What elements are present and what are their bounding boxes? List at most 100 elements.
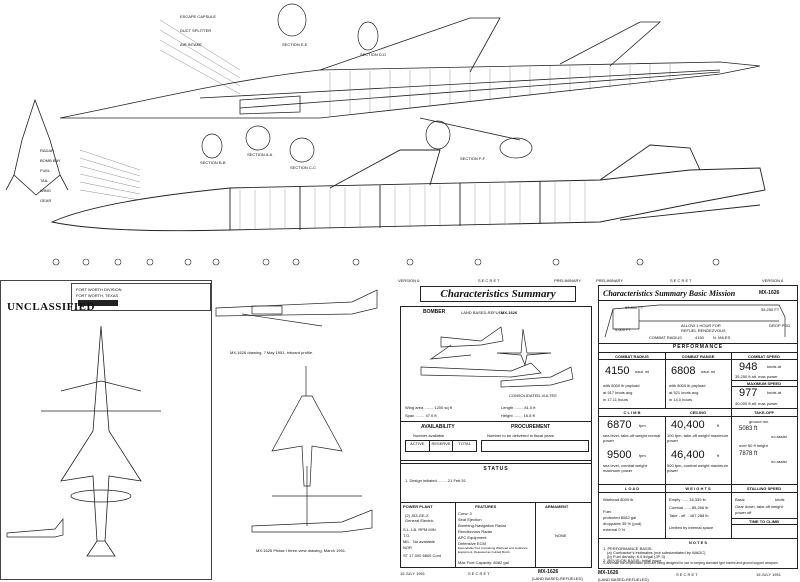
climb-value: 6870 — [607, 419, 632, 431]
drawing-caption: MX-1626 Phase I three-view drawing, Marc… — [256, 548, 347, 553]
availability-title: AVAILABILITY — [421, 424, 455, 430]
profile-panel-svg — [215, 289, 378, 533]
load-line: Warhead 8000 lb — [603, 497, 634, 502]
feature-item: Expendable Pod Containing Warhead and Gu… — [458, 546, 528, 554]
section-label: SECTION D-D — [360, 52, 386, 57]
profile-note: COMBAT RADIUS — [649, 335, 682, 340]
profile-note: REFUEL RENDEZVOUS — [681, 328, 726, 333]
consolidated-label: CONSOLIDATED-VULTEE — [509, 393, 557, 398]
alt-label: 9,600 FT — [615, 327, 632, 332]
combat-speed-title: COMBAT SPEED — [731, 354, 797, 360]
footer-date: 15 JULY 1951 — [400, 571, 425, 576]
weight-line: Empty ...... 34,339 lb — [669, 497, 706, 502]
load-title: L O A D — [624, 486, 640, 491]
load-line: Fuel: — [603, 509, 612, 514]
combat-radius-value: 4150 — [605, 365, 630, 377]
combat-speed-value: 948 — [739, 361, 758, 373]
notes-block: N O T E S 1. PERFORMANCE BASIS: (a) Cont… — [599, 538, 797, 569]
title-box: Characteristics Summary — [420, 286, 576, 302]
speed-cell: COMBAT SPEED 948 knots at 35,250 ft alt.… — [731, 353, 797, 409]
power-plant-block: POWER PLANT (2) J53-GE-X General Electri… — [401, 503, 456, 567]
weight-line: Limited by internal space — [669, 525, 714, 530]
profile-note: N. MILES — [713, 335, 731, 340]
prelim-label: PRELIMINARY — [596, 278, 624, 283]
header-line: FORT WORTH, TEXAS — [76, 293, 119, 298]
takeoff-line: over 50 ft height — [739, 443, 768, 448]
climb-unit: fpm — [639, 423, 646, 428]
note-line: (a) Contractor's estimates (not substant… — [607, 550, 706, 555]
combat-radius-line: with 8000 lb payload — [603, 383, 640, 388]
profile-drawing-panel: MX-1626 drawing, 7 May 1951, inboard pro… — [212, 286, 382, 566]
max-speed-title: MAXIMUM SPEED — [731, 380, 797, 387]
secret-label: S E C R E T — [670, 278, 692, 283]
takeoff-title: TAKE-OFF — [754, 410, 774, 415]
note-line: 3. Alternate non-expendable pods are bei… — [603, 561, 779, 565]
profile-note: DROP POD — [769, 323, 791, 328]
prelim-label: PRELIMINARY — [554, 278, 582, 283]
version-label: VERSION 6 — [762, 278, 784, 283]
ceiling-value: 40,400 — [671, 419, 705, 431]
takeoff-line: no assist — [771, 434, 787, 439]
drawing-label: WING — [40, 188, 51, 193]
drawing-label: DUCT SPLITTER — [180, 28, 212, 33]
footer-model: MX-1626 — [598, 570, 619, 576]
feature-item: Defensive ECM — [458, 541, 486, 546]
takeoff-line: 5083 ft — [739, 426, 758, 432]
drawing-caption: MX-1626 drawing, 7 May 1951, inboard pro… — [230, 350, 314, 355]
combat-range-value: 6808 — [671, 365, 696, 377]
footer-sub: (LAND BASED-REFUELED) — [532, 576, 583, 581]
feature-item: Bombing-Navigation Radar — [458, 523, 507, 528]
drawing-label: GEAR — [40, 198, 52, 203]
ceiling-line: 100 fpm, take-off weight maximum power — [667, 433, 729, 443]
type-label: BOMBER — [423, 309, 446, 315]
note-line: 1. PERFORMANCE BASIS: — [603, 546, 653, 551]
cell-divider — [665, 416, 666, 485]
availability-block: AVAILABILITY PROCUREMENT Number availabl… — [401, 421, 591, 461]
notes-title: N O T E S — [688, 540, 708, 545]
climb2-value: 9500 — [607, 449, 632, 461]
power-line: ST 17,000 6800 Cont — [403, 553, 441, 558]
max-speed-unit: knots at — [767, 390, 782, 395]
procurement-title: PROCUREMENT — [511, 424, 551, 430]
footer-sub: (LAND BASED-REFUELED) — [598, 577, 649, 582]
power-line: No available — [413, 539, 436, 544]
armament-title: ARMAMENT — [545, 504, 569, 509]
load-line: droppable 35 % (pod) — [603, 521, 642, 526]
features-title: FEATURES — [475, 504, 497, 509]
combat-range-title: COMBAT RANGE — [665, 354, 731, 360]
cell-divider — [599, 492, 797, 493]
drawing-label: RADAR — [40, 148, 55, 153]
land-based-label: LAND BASED-REFUEL — [461, 310, 504, 315]
drawing-label: BOMB BAY — [40, 158, 61, 163]
climb2-line: sea level, combat weight maximum power — [603, 463, 647, 473]
note-line: 2. REVISION BASIS: Initial issue — [603, 558, 662, 563]
max-speed-value: 977 — [739, 387, 758, 399]
dim-line: Wing area ........ 1200 sq ft — [405, 405, 452, 410]
avail-col: TOTAL — [458, 441, 471, 446]
section-label: SECTION A-A — [247, 152, 273, 157]
cell-divider — [599, 416, 797, 417]
section-label: SECTION B-B — [200, 160, 226, 165]
combat-range-unit: naut. mi — [701, 369, 716, 374]
combat-radius-line: at 517 knots avg — [603, 390, 633, 395]
ceiling-title: CEILING — [689, 410, 707, 415]
note-line: (b) Fuel density: 6.5 lb/gal (JP-3) — [607, 554, 666, 559]
basic-mission-sheet: PRELIMINARY S E C R E T VERSION 6 Charac… — [596, 278, 800, 582]
avail-table: ACTIVE RESERVE TOTAL — [405, 440, 477, 452]
performance-title: PERFORMANCE — [672, 344, 724, 350]
ceiling2-unit: ft — [717, 453, 720, 458]
availability-text: Number available — [413, 433, 445, 438]
version-label: VERSION 6 — [398, 278, 420, 283]
armament-block: ARMAMENT NONE — [535, 503, 591, 567]
alt-label: 53,800 FT — [625, 305, 644, 310]
characteristics-sheet: VERSION 6 S E C R E T PRELIMINARY Charac… — [398, 278, 594, 582]
stall-line: knots — [775, 497, 785, 502]
procure-table — [481, 440, 589, 452]
combat-radius-unit: naut. mi — [635, 369, 650, 374]
stall-title: STALLING SPEED — [746, 486, 782, 491]
power-title: POWER PLANT — [403, 504, 433, 509]
inboard-profile-drawing: SECTION E-E SECTION A-A SECTION B-B SECT… — [0, 0, 800, 278]
feature-item: Max Fuel Capacity: 8082 gal — [458, 560, 509, 565]
power-line: MIL — [403, 539, 410, 544]
power-line: (2) J53-GE-X — [405, 513, 429, 518]
